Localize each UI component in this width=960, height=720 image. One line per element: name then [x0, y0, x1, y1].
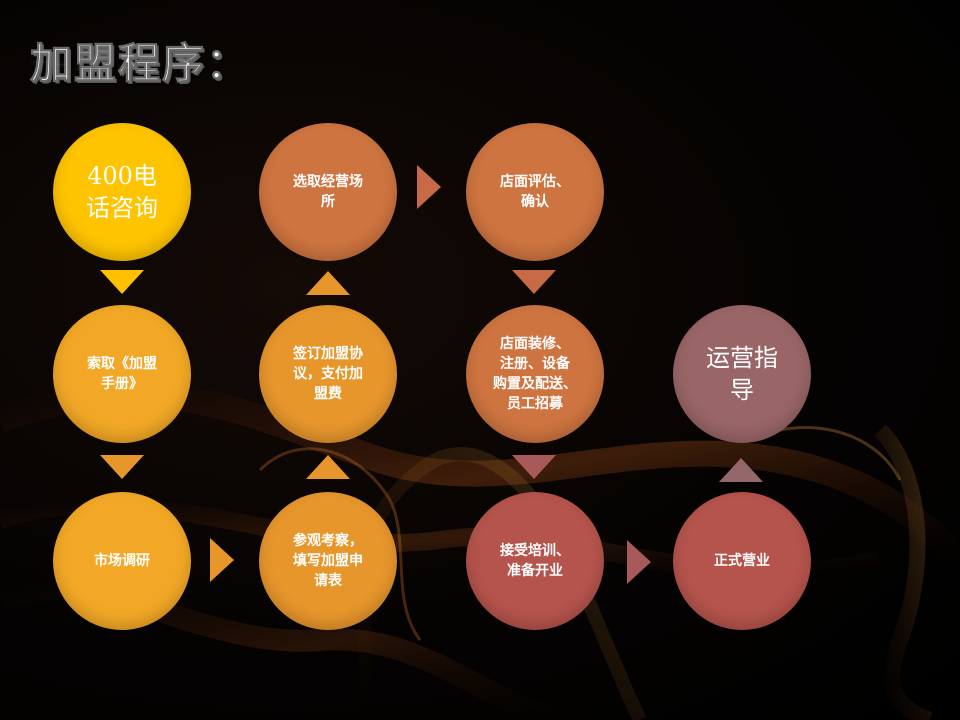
step-sign-agreement: 签订加盟协 议，支付加 盟费: [259, 305, 397, 443]
step-evaluate-store-label: 店面评估、 确认: [500, 174, 570, 210]
page-title: 加盟程序：: [29, 39, 251, 89]
step-visit-apply-label: 参观考察， 填写加盟申 请表: [293, 533, 363, 589]
arrow-up-3: [719, 458, 763, 482]
step-operation-guidance-label: 运营指 导: [706, 344, 778, 404]
page-title-reflection: 加盟程序：: [30, 54, 250, 84]
arrow-down-2: [100, 455, 144, 479]
arrow-right-1: [210, 538, 234, 582]
arrow-down-3: [512, 270, 556, 294]
step-evaluate-store: 店面评估、 确认: [466, 123, 604, 261]
step-hotline-label: 400电 话咨询: [86, 162, 158, 222]
step-get-manual-label: 索取《加盟 手册》: [87, 356, 157, 392]
arrow-up-1: [306, 455, 350, 479]
step-operation-guidance: 运营指 导: [673, 305, 811, 443]
step-get-manual: 索取《加盟 手册》: [53, 305, 191, 443]
step-open-business-label: 正式营业: [714, 553, 770, 569]
arrow-up-2: [306, 271, 350, 295]
step-select-site: 选取经营场 所: [259, 123, 397, 261]
step-hotline: 400电 话咨询: [53, 123, 191, 261]
step-market-research: 市场调研: [53, 492, 191, 630]
arrow-down-4: [512, 455, 556, 479]
step-training-label: 接受培训、 准备开业: [500, 543, 570, 579]
arrow-right-2: [417, 165, 441, 209]
step-sign-agreement-label: 签订加盟协 议，支付加 盟费: [293, 346, 363, 402]
step-renovation-label: 店面装修、 注册、设备 购置及配送、 员工招募: [493, 336, 577, 412]
step-market-research-label: 市场调研: [94, 553, 150, 569]
step-visit-apply: 参观考察， 填写加盟申 请表: [259, 492, 397, 630]
arrow-down-1: [100, 270, 144, 294]
step-select-site-label: 选取经营场 所: [293, 174, 363, 210]
step-open-business: 正式营业: [673, 492, 811, 630]
arrow-right-3: [627, 540, 651, 584]
step-training: 接受培训、 准备开业: [466, 492, 604, 630]
step-renovation: 店面装修、 注册、设备 购置及配送、 员工招募: [466, 305, 604, 443]
